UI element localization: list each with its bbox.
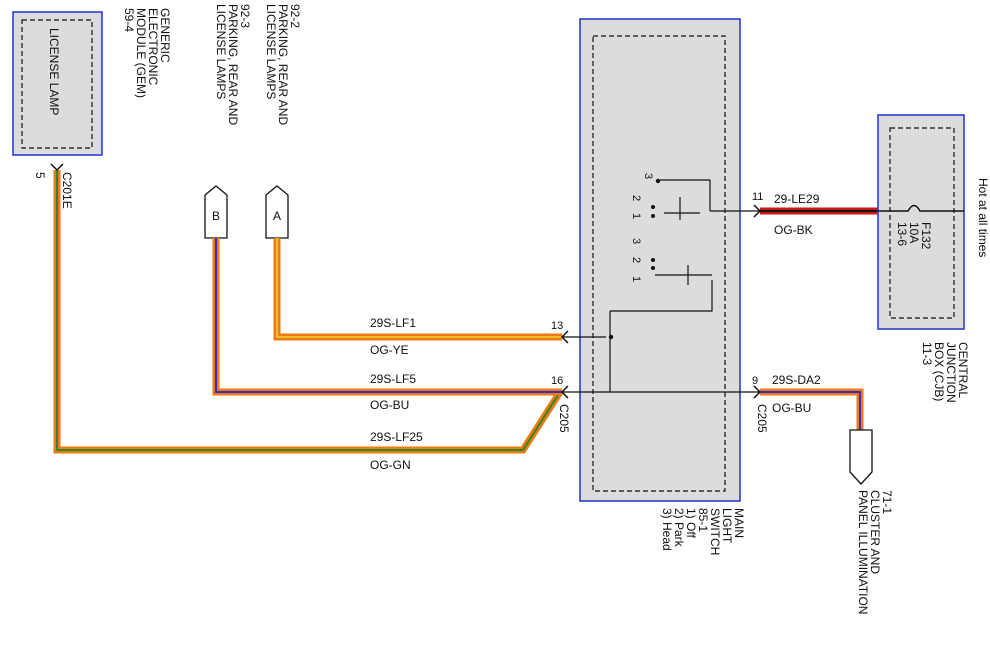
svg-text:71-1: 71-1 [880,490,894,514]
main-light-switch: 3 2 1 3 2 1 13 16 11 9 C205 C205 MAIN LI… [551,18,769,555]
wire-da2-circuit: 29S-DA2 [772,373,821,387]
svg-text:2: 2 [630,257,642,263]
switch-box [579,18,741,502]
svg-text:3: 3 [642,173,654,179]
svg-text:LIGHT: LIGHT [720,508,734,544]
offpage-b: 92-3 PARKING, REAR AND LICENSE LAMPS B [204,4,252,239]
switch-pin-9: 9 [752,375,758,387]
wire-le29: 29-LE29 OG-BK [760,192,878,237]
svg-text:LICENSE LAMPS: LICENSE LAMPS [264,4,278,99]
svg-text:1: 1 [630,276,642,282]
offpage-cluster-shape [849,429,873,485]
gem-title: GENERIC ELECTRONIC MODULE (GEM) 59-4 [122,8,172,98]
offpage-a-letter: A [273,209,281,223]
svg-text:92-2: 92-2 [288,4,302,28]
gem-inner-dashed [21,19,93,149]
gem-connector-chevron [50,163,64,172]
svg-text:PARKING, REAR AND: PARKING, REAR AND [276,4,290,125]
switch-pin-13: 13 [551,320,563,332]
central-junction-box: F132 10A 13-6 Hot at all times CENTRAL J… [877,114,990,403]
svg-text:MAIN: MAIN [732,508,746,538]
switch-connector-chevrons [560,204,762,399]
wire-lf5-circuit: 29S-LF5 [370,372,416,386]
offpage-a-shape [265,185,289,239]
svg-text:CLUSTER AND: CLUSTER AND [868,490,882,574]
svg-text:LICENSE LAMPS: LICENSE LAMPS [214,4,228,99]
wire-lf1-color: OG-YE [370,343,409,357]
svg-text:10A: 10A [907,222,921,243]
svg-text:F132: F132 [919,222,933,250]
wire-da2: 29S-DA2 OG-BU [760,373,864,430]
cjb-box [877,114,965,330]
offpage-a-text: 92-2 PARKING, REAR AND LICENSE LAMPS [264,4,302,125]
offpage-b-shape [204,185,228,239]
svg-text:ELECTRONIC: ELECTRONIC [146,8,160,86]
svg-text:2: 2 [630,195,642,201]
svg-text:PARKING, REAR AND: PARKING, REAR AND [226,4,240,125]
switch-internal-wiring [562,179,760,393]
wire-lf5: 29S-LF5 OG-BU [212,238,562,412]
wire-da2-color: OG-BU [772,401,811,415]
switch-pin-16: 16 [551,375,563,387]
gem-box [12,11,103,156]
offpage-b-letter: B [212,209,220,223]
offpage-cluster: 71-1 CLUSTER AND PANEL ILLUMINATION [849,429,894,614]
gem-pin-label: 5 [33,172,47,179]
svg-text:59-4: 59-4 [122,8,136,32]
gem-box-label: LICENSE LAMP [47,28,61,115]
gem-connector-label: C201E [60,172,74,209]
svg-text:PANEL ILLUMINATION: PANEL ILLUMINATION [856,490,870,614]
fuse-label: F132 10A 13-6 [895,222,933,250]
switch-title: MAIN LIGHT SWITCH 85-1 1) Off 2) Park 3)… [660,508,746,555]
fuse-symbol [878,204,964,212]
wire-le29-color: OG-BK [774,223,813,237]
svg-text:1) Off: 1) Off [684,508,698,538]
svg-text:3) Head: 3) Head [660,508,674,551]
svg-text:CENTRAL: CENTRAL [956,342,970,398]
cjb-title: CENTRAL JUNCTION BOX (CJB) 11-3 [920,342,970,403]
svg-text:1: 1 [630,213,642,219]
switch-contacts [608,178,661,340]
wire-le29-circuit: 29-LE29 [774,192,820,206]
svg-text:2) Park: 2) Park [672,508,686,548]
svg-text:MODULE (GEM): MODULE (GEM) [134,8,148,98]
switch-pin-11: 11 [752,191,763,203]
offpage-a: 92-2 PARKING, REAR AND LICENSE LAMPS A [264,4,302,239]
wire-lf5-color: OG-BU [370,398,409,412]
svg-text:85-1: 85-1 [696,508,710,532]
svg-text:SWITCH: SWITCH [708,508,722,555]
wire-lf25-circuit: 29S-LF25 [370,430,423,444]
cjb-inner-dashed [889,127,955,319]
switch-connector-left: C205 [557,404,571,433]
gem-module: LICENSE LAMP GENERIC ELECTRONIC MODULE (… [12,8,172,209]
svg-text:GENERIC: GENERIC [158,8,172,63]
svg-text:13-6: 13-6 [895,222,909,246]
wire-lf1-circuit: 29S-LF1 [370,316,416,330]
switch-connector-right: C205 [755,404,769,433]
wire-lf1: 29S-LF1 OG-YE [273,238,562,357]
svg-text:3: 3 [630,238,642,244]
svg-text:JUNCTION: JUNCTION [944,342,958,403]
hot-label: Hot at all times [976,178,990,257]
svg-text:11-3: 11-3 [920,342,934,365]
offpage-cluster-text: 71-1 CLUSTER AND PANEL ILLUMINATION [856,490,894,614]
offpage-b-text: 92-3 PARKING, REAR AND LICENSE LAMPS [214,4,252,125]
wire-lf25-color: OG-GN [370,458,411,472]
wire-lf25: 29S-LF25 OG-GN [53,170,563,472]
switch-inner-dashed [592,35,726,492]
svg-text:BOX (CJB): BOX (CJB) [932,342,946,401]
svg-text:92-3: 92-3 [238,4,252,28]
